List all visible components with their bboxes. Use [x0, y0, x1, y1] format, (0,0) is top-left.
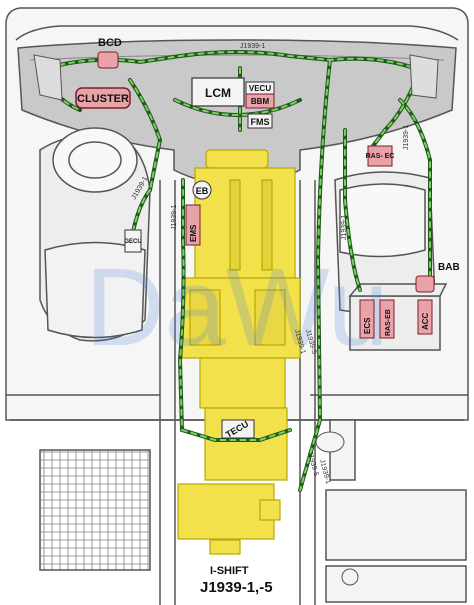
module-ems: EMS — [185, 204, 201, 246]
module-fms: FMS — [247, 113, 273, 129]
label-ras-ec: RAS- EC — [366, 153, 395, 160]
module-ras-ec: RAS- EC — [366, 145, 395, 167]
wire-label-right-upper: J1939-1 — [403, 125, 410, 150]
module-bbm: BBM — [245, 93, 275, 109]
module-bcd: BCD — [97, 37, 122, 69]
watermark: DaWu — [85, 246, 389, 369]
label-ras-eb: RAS-EB — [385, 309, 392, 336]
label-acc: ACC — [421, 312, 430, 330]
module-gecu: GECU — [124, 229, 142, 253]
watermark-text: DaWu — [85, 246, 389, 369]
module-eb: EB — [192, 180, 212, 200]
module-lcm: LCM — [191, 77, 245, 107]
label-eb: EB — [196, 186, 209, 196]
module-tecu: TECU — [221, 419, 255, 440]
label-bcd: BCD — [98, 37, 122, 49]
label-gecu: GECU — [124, 239, 141, 245]
wire-label-right-mid: J1939-1 — [341, 215, 348, 240]
title-line2: J1939-1,-5 — [200, 579, 273, 596]
module-vecu: VECU — [245, 81, 275, 95]
label-bbm: BBM — [251, 97, 270, 106]
module-ecs: ECS — [359, 299, 375, 339]
wire-label-top: J1939-1 — [240, 43, 265, 50]
driver-seat — [39, 127, 151, 342]
module-ras-eb: RAS-EB — [379, 299, 395, 339]
mirror-right — [409, 54, 439, 99]
label-vecu: VECU — [249, 84, 271, 93]
rear-cylinders — [315, 431, 359, 586]
label-bab: BAB — [438, 262, 460, 273]
label-fms: FMS — [251, 117, 270, 127]
label-lcm: LCM — [205, 86, 231, 100]
chassis-lines — [159, 180, 316, 605]
module-bab: BAB — [415, 262, 460, 293]
title-line1: I-SHIFT — [210, 565, 249, 577]
label-cluster: CLUSTER — [77, 93, 129, 105]
wire-label-center-mid: J1939-1 — [171, 205, 178, 230]
label-ecs: ECS — [363, 317, 372, 334]
gearbox — [177, 357, 288, 555]
label-ems: EMS — [189, 224, 198, 242]
engine-block — [181, 149, 301, 359]
module-cluster: CLUSTER — [75, 87, 131, 109]
mirror-left — [33, 54, 63, 101]
module-acc: ACC — [417, 299, 433, 335]
diagram-title: I-SHIFT J1939-1,-5 — [200, 565, 273, 596]
